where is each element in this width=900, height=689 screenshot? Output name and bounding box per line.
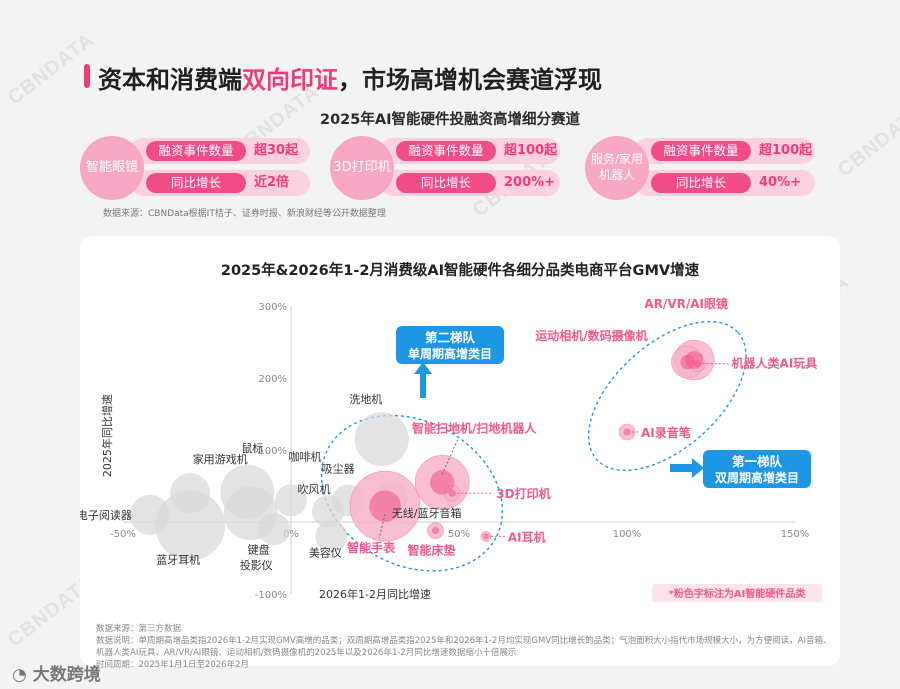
time-period-note: 时间周期：2025年1月1日至2026年2月 (96, 660, 249, 670)
funding-count-label: 融资事件数量 (146, 141, 246, 161)
x-tick-label: 0% (283, 529, 299, 540)
data-label: 美容仪 (309, 545, 342, 559)
bubble-chart: -50% 0% 50% 100% 150% 300% 200% 100% -100% 2026年1… (80, 296, 822, 602)
label-leader-line (378, 514, 386, 539)
y-tick-label: 200% (258, 374, 287, 385)
tier-2-label-subtitle: 单周期高增类目 (408, 346, 492, 361)
data-label: 咖啡机 (289, 449, 322, 463)
x-tick-label: 150% (781, 529, 810, 540)
data-label: 吹风机 (297, 482, 330, 496)
data-label: 吸尘器 (322, 462, 355, 475)
tier-1-label-subtitle: 双周期高增类目 (715, 470, 799, 485)
category-circle: 智能眼镜 (80, 136, 144, 200)
tier-2-label-title: 第二梯队 (425, 330, 476, 345)
growth-pill: 同比增长 近2倍 (130, 170, 310, 196)
data-label: 洗地机 (349, 392, 382, 406)
growth-value: 200%+ (504, 175, 556, 190)
x-tick-label: 50% (448, 529, 470, 540)
funding-count-value: 超100起 (504, 143, 558, 158)
data-label: 智能扫地机/扫地机器人 (411, 420, 537, 435)
page-title: 资本和消费端双向印证，市场高增机会赛道浮现 (98, 66, 602, 94)
data-label: AI耳机 (508, 529, 546, 544)
growth-label: 同比增长 (146, 173, 246, 193)
funding-count-label: 融资事件数量 (651, 141, 751, 161)
y-axis-title: 2025年同比增速 (100, 394, 114, 477)
bubble-core (482, 533, 489, 540)
section-subtitle: 2025年AI智能硬件投融资高增细分赛道 (320, 112, 580, 128)
chart-explanation-note-2: 机器人类AI玩具、AR/VR/AI眼镜、运动相机/数码摄像机的2025年以及20… (96, 648, 517, 658)
growth-label: 同比增长 (651, 173, 751, 193)
growth-value: 近2倍 (254, 175, 290, 190)
y-tick-label: 100% (258, 446, 287, 457)
x-tick-label: 100% (613, 529, 642, 540)
data-label: 智能床垫 (406, 543, 455, 558)
data-label: AI录音笔 (641, 425, 691, 440)
x-axis-title: 2026年1-2月同比增速 (319, 587, 431, 601)
bubble-point (315, 520, 348, 553)
data-label: 投影仪 (240, 558, 273, 572)
data-label: 运动相机/数码摄像机 (535, 328, 647, 343)
title-accent-bar (84, 64, 90, 88)
bubble-core (623, 428, 631, 436)
funding-card-smart-glasses: 智能眼镜 融资事件数量 超30起 同比增长 近2倍 (80, 136, 310, 200)
bubble-core (693, 360, 702, 368)
growth-label: 同比增长 (396, 173, 496, 193)
chart-explanation-note: 数据说明：单周期高增品类指2026年1-2月实现GMV高增的品类；双周期高增品类… (96, 636, 832, 646)
data-label: 蓝牙耳机 (156, 553, 200, 567)
funding-count-pill: 融资事件数量 超100起 (380, 138, 560, 164)
legend-note: *粉色字标注为AI智能硬件品类 (669, 587, 806, 600)
label-leader-line (441, 438, 459, 475)
chart-source-note: 数据来源：第三方数据 (96, 624, 182, 634)
bubble-point (258, 513, 291, 546)
category-circle: 服务/家用机器人 (585, 136, 649, 200)
funding-count-pill: 融资事件数量 超100起 (635, 138, 815, 164)
funding-count-value: 超100起 (759, 143, 813, 158)
tier-2-boundary (320, 414, 504, 572)
data-label: 智能手表 (346, 540, 396, 555)
funding-count-label: 融资事件数量 (396, 141, 496, 161)
y-tick-label: 300% (258, 302, 287, 313)
data-label: 无线/蓝牙音箱 (392, 506, 462, 520)
funding-card-3d-printer: 3D打印机 融资事件数量 超100起 同比增长 200%+ (330, 136, 560, 200)
x-tick-label: -50% (110, 529, 136, 540)
data-label: 电子阅读器 (80, 508, 132, 522)
data-source-note: 数据来源：CBNData根据IT桔子、证券时报、新浪财经等公开数据整理 (103, 209, 386, 219)
data-label: 鼠标 (241, 441, 263, 455)
tier-1-label-box (703, 450, 811, 488)
funding-count-pill: 融资事件数量 超30起 (130, 138, 310, 164)
chart-title: 2025年&2026年1-2月消费级AI智能硬件各细分品类电商平台GMV增速 (220, 263, 700, 279)
brand-logo: ◔ 大数跨境 (12, 665, 101, 685)
data-label: 键盘 (248, 542, 270, 556)
tier-1-boundary (587, 320, 747, 472)
growth-pill: 同比增长 200%+ (380, 170, 560, 196)
data-label: 机器人类AI玩具 (732, 356, 818, 371)
funding-card-robots: 服务/家用机器人 融资事件数量 超100起 同比增长 40%+ (585, 136, 815, 200)
bubble-core (430, 470, 455, 495)
bubble-point (354, 412, 409, 467)
growth-pill: 同比增长 40%+ (635, 170, 815, 196)
data-label: AR/VR/AI眼镜 (644, 296, 728, 311)
y-tick-label: -100% (255, 590, 287, 601)
legend-note-box (652, 584, 822, 602)
logo-icon: ◔ (12, 665, 27, 685)
tier-1-arrow (670, 458, 704, 478)
bubble-core (431, 527, 440, 535)
bubble-core (680, 354, 695, 370)
bubble-point (275, 484, 307, 517)
funding-count-value: 超30起 (254, 143, 299, 158)
bubble-core (369, 490, 401, 522)
category-circle: 3D打印机 (330, 136, 394, 200)
data-label: 家用游戏机 (193, 452, 248, 466)
data-label: 3D打印机 (496, 486, 550, 501)
growth-value: 40%+ (759, 175, 802, 190)
tier-2-label-box (396, 326, 504, 364)
bubble-core (448, 489, 456, 497)
bubble-point (155, 490, 226, 561)
tier-2-arrow (414, 362, 432, 398)
tier-1-label-title: 第一梯队 (732, 454, 783, 469)
